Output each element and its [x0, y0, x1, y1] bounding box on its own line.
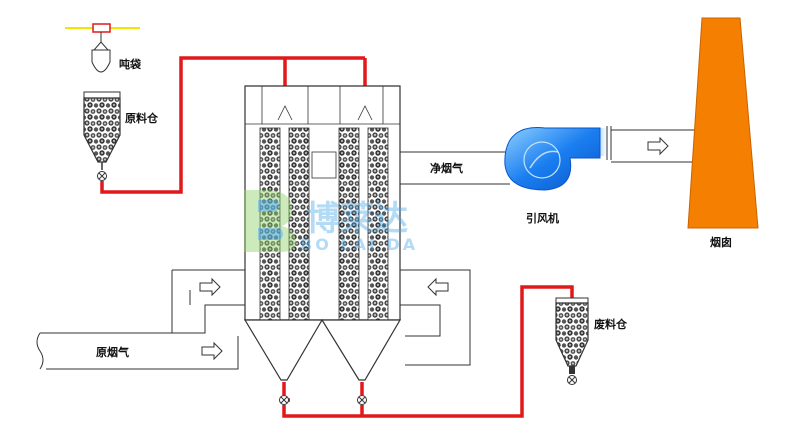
chimney-label: 烟囱 — [710, 235, 732, 249]
stack-duct — [606, 126, 700, 163]
flow-arrows — [199, 277, 449, 361]
inlet-duct-left — [36, 269, 245, 370]
ton-bag — [91, 49, 111, 73]
induced-draft-fan — [504, 127, 607, 191]
waste-bin-label: 废料仓 — [594, 317, 628, 331]
hopper-right — [320, 319, 402, 381]
hoist: 吨袋 — [65, 23, 142, 73]
raw-material-bin-top: 原料仓 — [83, 91, 159, 170]
hopper-left — [243, 319, 324, 381]
stack-flow-arrow — [647, 136, 669, 156]
hoist-label: 吨袋 — [119, 57, 142, 71]
clean-gas-label: 净烟气 — [430, 161, 463, 175]
watermark-logo: 博莱达 BO LAI DA — [244, 190, 418, 254]
watermark-cn: 博莱达 — [306, 199, 408, 239]
raw-gas-label: 原烟气 — [96, 345, 129, 359]
hopper-valve-left — [279, 395, 289, 405]
feed-conveyor — [100, 56, 367, 194]
watermark-en: BO LAI DA — [300, 235, 418, 254]
hoist-trolley — [92, 23, 111, 33]
raw-bin-top-label: 原料仓 — [125, 111, 159, 125]
adsorption-tower — [243, 85, 402, 381]
clean-gas-duct — [400, 151, 510, 185]
raw-bin-valve — [97, 171, 107, 181]
waste-material-bin: 废料仓 — [555, 297, 628, 385]
hopper-valve-right — [357, 395, 367, 405]
inlet-duct-right — [400, 269, 471, 366]
chimney — [687, 17, 759, 229]
fan-label: 引风机 — [526, 211, 559, 225]
